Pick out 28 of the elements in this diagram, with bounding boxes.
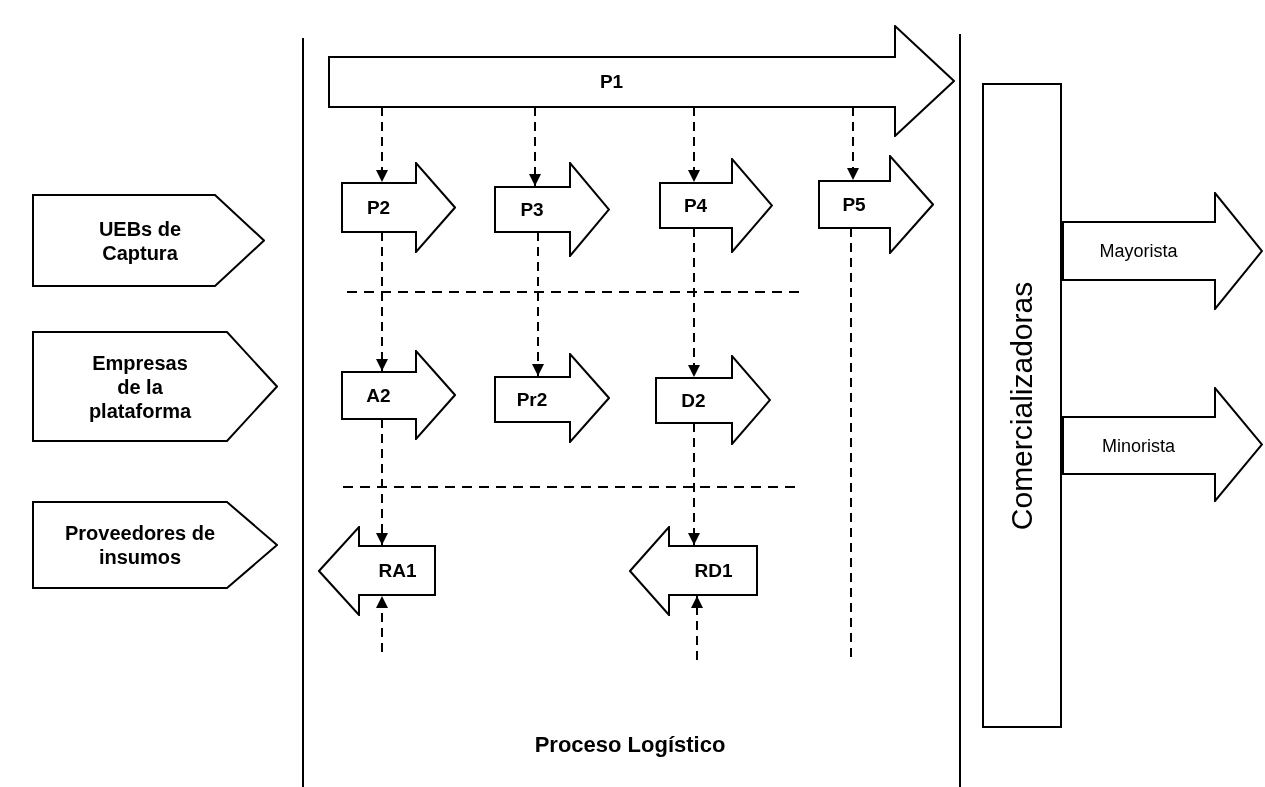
- dashed-arrow: [532, 231, 544, 377]
- process-caption: Proceso Logístico: [533, 731, 727, 759]
- node-label: Empresas de la plataforma: [87, 350, 193, 423]
- dashed-arrow: [688, 106, 700, 183]
- node-label: Minorista: [1102, 434, 1175, 457]
- dashed-arrow: [688, 422, 700, 546]
- dashed-arrow: [688, 227, 700, 378]
- node-label: Mayorista: [1099, 240, 1178, 262]
- dashed-arrow: [529, 106, 541, 187]
- node-label: D2: [681, 389, 706, 412]
- node-label: Comercializadoras: [1005, 281, 1039, 530]
- node-label: P1: [599, 71, 624, 93]
- dashed-arrow: [376, 231, 388, 372]
- dashed-arrow: [376, 106, 388, 183]
- node-label: P3: [520, 198, 544, 221]
- node-label: P2: [366, 196, 391, 219]
- node-label: RD1: [694, 559, 733, 582]
- node-label: P5: [842, 193, 866, 216]
- dashed-arrow: [691, 595, 703, 661]
- dashed-arrow: [847, 106, 859, 181]
- node-label: P4: [683, 194, 708, 217]
- dashed-arrow: [376, 418, 388, 546]
- node-label: RA1: [378, 559, 417, 582]
- node-label: UEBs de Captura: [97, 216, 183, 265]
- dashed-arrow: [376, 595, 388, 653]
- node-label: A2: [366, 384, 391, 407]
- node-label: Proveedores de insumos: [63, 521, 217, 569]
- node-label: Pr2: [516, 388, 548, 411]
